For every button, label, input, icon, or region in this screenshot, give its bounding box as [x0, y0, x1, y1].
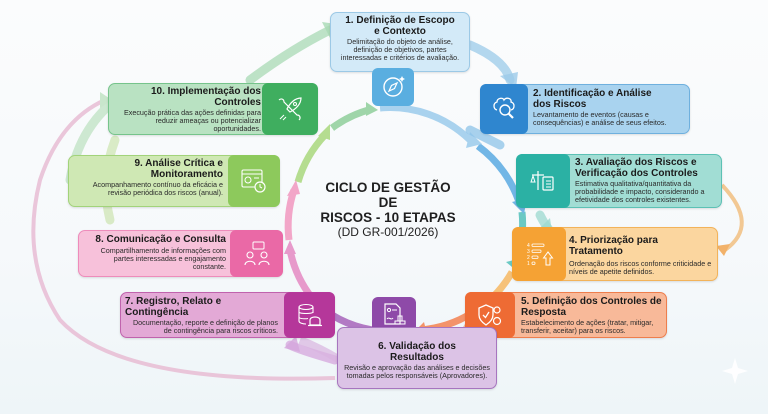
step-8-icon-box	[230, 230, 283, 277]
step-1-title-line1: 1. Definição de Escopo	[345, 15, 455, 26]
step-10-title-line2: Controles	[214, 96, 261, 108]
step-4-icon-box: 4 3 2 1	[512, 227, 566, 281]
step-1-title-line2: e Contexto	[374, 25, 426, 37]
cycle-center-title: CICLO DE GESTÃO DE RISCOS - 10 ETAPAS (D…	[318, 180, 458, 240]
step-2-title-line2: dos Riscos	[533, 98, 587, 110]
step-1-card: 1. Definição de Escopo e Contexto Delimi…	[330, 12, 470, 72]
compass-icon	[383, 76, 405, 97]
step-2-title-line1: 2. Identificação e Análise	[533, 88, 652, 99]
document-stamp-icon	[384, 303, 406, 325]
step-3-description: Estimativa qualitativa/quantitativa da p…	[575, 179, 705, 204]
step-6-title-line2: Resultados	[390, 351, 444, 363]
step-10-description: Execução prática das ações definidas par…	[123, 108, 261, 133]
scale-checklist-icon	[530, 171, 554, 191]
step-7-description: Documentação, reporte e definição de pla…	[132, 318, 278, 335]
center-title-line1: CICLO DE GESTÃO DE	[325, 180, 451, 210]
step-5-title-line2: Resposta	[521, 306, 567, 318]
step-5-title-line1: 5. Definição dos Controles de	[521, 296, 662, 307]
step-8-title: 8. Comunicação e Consulta	[95, 234, 226, 245]
step-3-title-line2: Verificação dos Controles	[575, 167, 698, 179]
step-3-title-line1: 3. Avaliação dos Riscos e	[575, 157, 697, 168]
step-7-title: 7. Registro, Relato e Contingência	[125, 296, 222, 318]
center-title-line2: RISCOS - 10 ETAPAS	[320, 210, 456, 225]
step-9-description: Acompanhamento contínuo da eficácia e re…	[92, 180, 223, 197]
step-5-description: Estabelecimento de ações (tratar, mitiga…	[521, 318, 654, 335]
step-1-description: Delimitação do objeto de análise, defini…	[340, 37, 460, 62]
svg-text:4: 4	[527, 243, 530, 249]
step-9-icon-box	[228, 155, 280, 207]
people-chat-icon	[243, 241, 270, 265]
dashboard-clock-icon	[241, 169, 266, 193]
step-6-title-line1: 6. Validação dos	[378, 341, 456, 352]
step-6-card: 6. Validação dos Resultados Revisão e ap…	[337, 327, 497, 389]
step-6-description: Revisão e aprovação das análises e decis…	[344, 363, 490, 380]
priority-list-icon: 4 3 2 1	[527, 243, 554, 267]
svg-text:2: 2	[527, 255, 530, 261]
tools-rocket-icon	[278, 97, 302, 121]
step-10-title-line1: 10. Implementação dos	[150, 86, 261, 97]
step-10-icon-box	[262, 83, 318, 135]
step-9-title-line2: Monitoramento	[150, 168, 223, 180]
step-1-icon-box	[372, 68, 414, 106]
step-4-title: 4. Priorização para Tratamento	[569, 235, 658, 257]
step-4-description: Ordenação dos riscos conforme criticidad…	[569, 259, 712, 276]
step-3-icon-box	[516, 154, 570, 208]
step-2-description: Levantamento de eventos (causas e conseq…	[533, 110, 667, 127]
svg-text:3: 3	[527, 249, 530, 255]
svg-text:1: 1	[527, 261, 530, 267]
step-2-icon-box	[480, 84, 528, 134]
step-8-description: Compartilhamento de informações com part…	[100, 245, 226, 271]
step-9-title-line1: 9. Análise Crítica e	[134, 158, 223, 169]
center-subtitle: (DD GR-001/2026)	[337, 225, 439, 239]
shield-gear-icon	[478, 304, 502, 326]
step-7-icon-box	[284, 292, 335, 338]
database-alarm-icon	[297, 303, 322, 327]
brain-magnifier-icon	[493, 97, 515, 119]
